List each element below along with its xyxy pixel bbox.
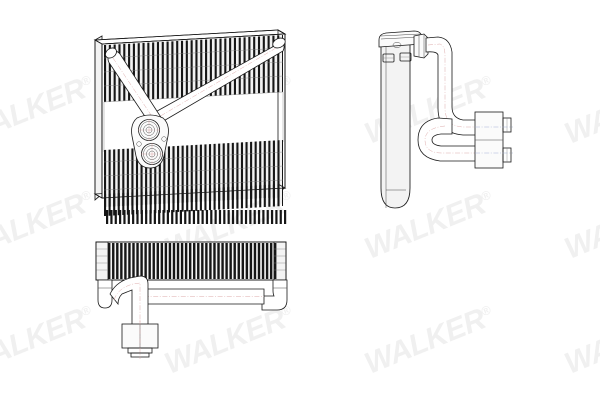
core-fin-overhang-strip — [106, 210, 287, 224]
return-bend-left — [97, 279, 113, 309]
evaporator-side-view — [378, 30, 513, 209]
fin-overhang-bottom — [104, 184, 283, 216]
connector-block — [474, 111, 513, 169]
elbow-pipe — [109, 275, 149, 327]
evaporator-bottom-view — [95, 241, 288, 359]
fin-band-plan — [97, 243, 285, 279]
pipe-lower — [417, 117, 479, 162]
tube-plate-lines — [103, 47, 284, 191]
pipe-flange — [413, 33, 429, 59]
connector-fitting-plan — [121, 320, 159, 359]
crossover-pipe — [143, 288, 265, 305]
fin-band-bottom — [104, 140, 283, 207]
evaporator-front-isometric-view — [93, 29, 287, 216]
refrigerant-pipe-assembly — [107, 40, 285, 169]
refrigerant-port-upper — [138, 119, 160, 141]
refrigerant-port-lower — [141, 143, 163, 165]
mount-tab-left — [382, 53, 395, 63]
return-bend-right — [261, 279, 288, 311]
mount-tab-right — [399, 52, 412, 62]
